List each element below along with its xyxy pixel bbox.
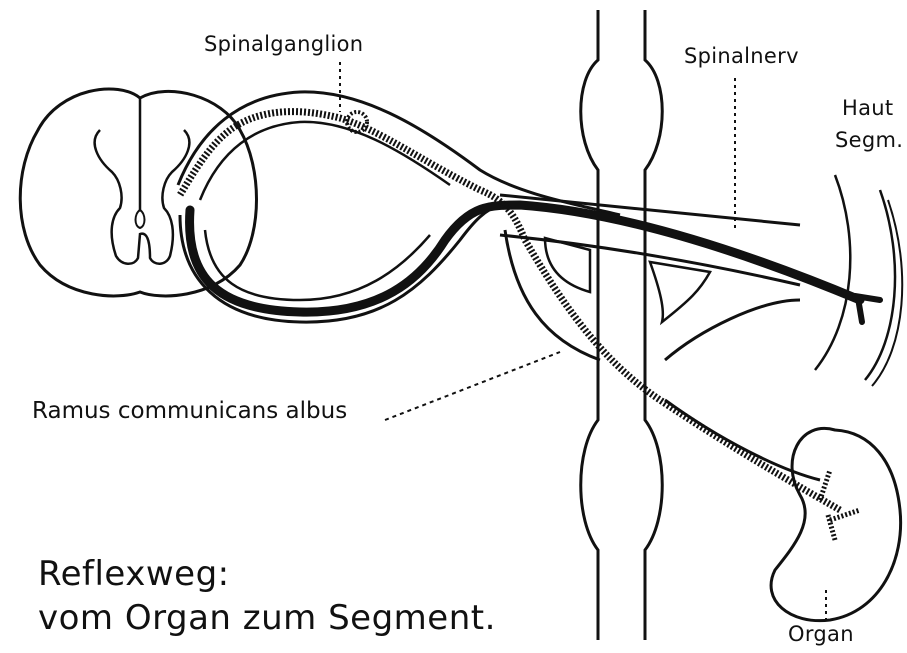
- label-haut: Haut: [842, 96, 893, 120]
- title-line-2: vom Organ zum Segment.: [38, 598, 496, 638]
- visceral-branch-upper: [665, 300, 800, 360]
- sympathetic-trunk-right: [645, 10, 662, 640]
- skin-arc-2: [865, 190, 895, 380]
- skin-arc-3: [872, 200, 902, 386]
- title-line-1: Reflexweg:: [38, 554, 230, 594]
- gray-matter-outline: [95, 130, 190, 264]
- label-spinalnerv: Spinalnerv: [684, 44, 799, 68]
- organ-outline: [771, 428, 901, 620]
- leader-ramus: [385, 352, 560, 420]
- label-spinalganglion: Spinalganglion: [204, 32, 363, 56]
- dorsal-root-inner: [200, 122, 450, 200]
- ramus-fork-right: [650, 262, 710, 322]
- label-ramus-communicans-albus: Ramus communicans albus: [32, 398, 347, 424]
- label-segm: Segm.: [835, 128, 903, 152]
- ventral-root: [180, 205, 500, 322]
- afferent-ending: [820, 470, 860, 540]
- label-organ: Organ: [788, 622, 854, 646]
- visceral-branch-lower: [665, 400, 820, 480]
- spinal-cord-outline: [20, 89, 256, 296]
- motor-ending: [855, 296, 880, 322]
- central-canal: [136, 210, 145, 228]
- sympathetic-trunk-left: [581, 10, 598, 640]
- skin-arc-1: [815, 175, 850, 370]
